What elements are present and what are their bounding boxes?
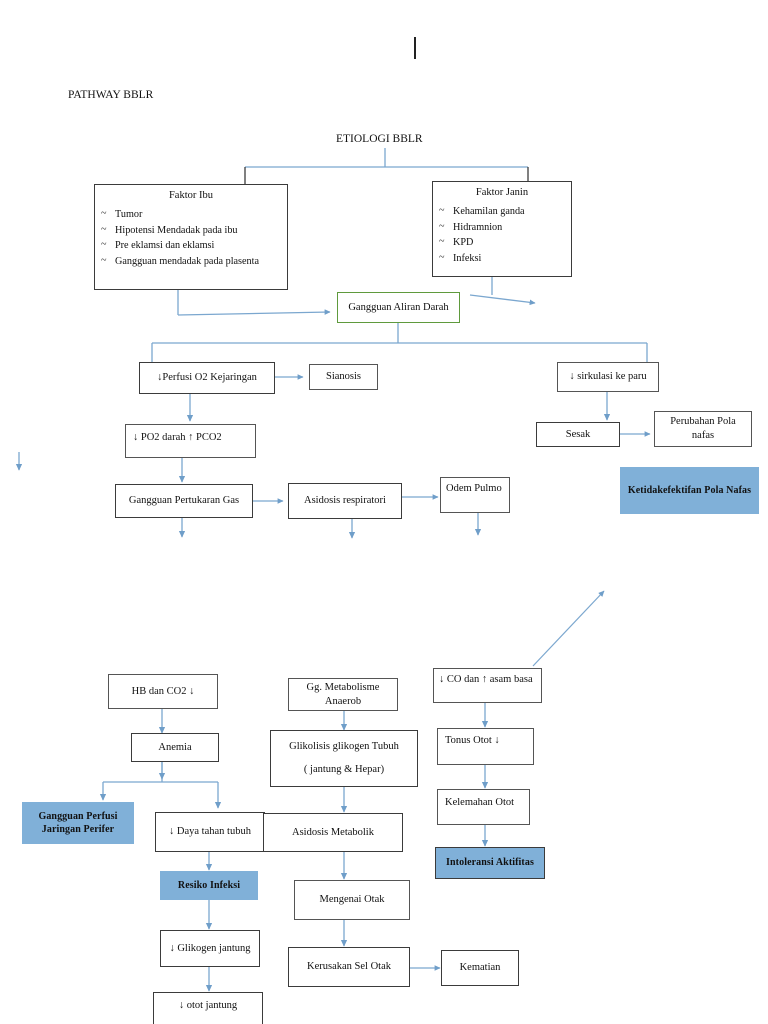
- node-mengenai-otak[interactable]: Mengenai Otak: [294, 880, 410, 920]
- node-daya-tahan-tubuh[interactable]: ↓ Daya tahan tubuh: [155, 812, 265, 852]
- page-title: PATHWAY BBLR: [68, 89, 154, 101]
- list-item: KPD: [439, 235, 565, 249]
- node-hb-dan-co2[interactable]: HB dan CO2 ↓: [108, 674, 218, 709]
- list-item: Tumor: [101, 207, 281, 221]
- node-anemia[interactable]: Anemia: [131, 733, 219, 762]
- group-faktor-janin[interactable]: Faktor Janin Kehamilan ganda Hidramnion …: [432, 181, 572, 277]
- list-item: Gangguan mendadak pada plasenta: [101, 254, 281, 268]
- list-item: Hidramnion: [439, 220, 565, 234]
- node-sianosis[interactable]: Sianosis: [309, 364, 378, 390]
- node-odem-pulmo[interactable]: Odem Pulmo: [440, 477, 510, 513]
- group-faktor-ibu-list: Tumor Hipotensi Mendadak pada ibu Pre ek…: [101, 207, 281, 268]
- list-item: Infeksi: [439, 251, 565, 265]
- node-gangguan-aliran-darah[interactable]: Gangguan Aliran Darah: [337, 292, 460, 323]
- list-item: Pre eklamsi dan eklamsi: [101, 238, 281, 252]
- node-co-dan-asam-basa[interactable]: ↓ CO dan ↑ asam basa: [433, 668, 542, 703]
- group-faktor-ibu[interactable]: Faktor Ibu Tumor Hipotensi Mendadak pada…: [94, 184, 288, 290]
- node-glikolisis-glikogen-tubuh[interactable]: Glikolisis glikogen Tubuh ( jantung & He…: [270, 730, 418, 787]
- group-faktor-ibu-title: Faktor Ibu: [168, 190, 214, 201]
- list-item: Hipotensi Mendadak pada ibu: [101, 223, 281, 237]
- node-tonus-otot[interactable]: Tonus Otot ↓: [437, 728, 534, 765]
- node-asidosis-respiratori[interactable]: Asidosis respiratori: [288, 483, 402, 519]
- node-sesak[interactable]: Sesak: [536, 422, 620, 447]
- node-glikolisis-line-2: ( jantung & Hepar): [303, 764, 385, 775]
- node-kematian[interactable]: Kematian: [441, 950, 519, 986]
- node-intoleransi-aktifitas[interactable]: Intoleransi Aktifitas: [435, 847, 545, 879]
- node-kerusakan-sel-otak[interactable]: Kerusakan Sel Otak: [288, 947, 410, 987]
- node-ketidakefektifan-pola-nafas[interactable]: Ketidakefektifan Pola Nafas: [620, 467, 759, 514]
- node-gangguan-perfusi-jaringan-perifer[interactable]: Gangguan Perfusi Jaringan Perifer: [22, 802, 134, 844]
- node-sirkulasi-ke-paru[interactable]: ↓ sirkulasi ke paru: [557, 362, 659, 392]
- node-resiko-infeksi[interactable]: Resiko Infeksi: [160, 871, 258, 900]
- node-glikogen-jantung[interactable]: ↓ Glikogen jantung: [160, 930, 260, 967]
- list-item: Kehamilan ganda: [439, 204, 565, 218]
- node-gangguan-pertukaran-gas[interactable]: Gangguan Pertukaran Gas: [115, 484, 253, 518]
- node-otot-jantung[interactable]: ↓ otot jantung: [153, 992, 263, 1024]
- group-faktor-janin-title: Faktor Janin: [475, 187, 529, 198]
- node-asidosis-metabolik[interactable]: Asidosis Metabolik: [263, 813, 403, 852]
- node-kelemahan-otot[interactable]: Kelemahan Otot: [437, 789, 530, 825]
- group-faktor-janin-list: Kehamilan ganda Hidramnion KPD Infeksi: [439, 204, 565, 265]
- node-perubahan-pola-nafas[interactable]: Perubahan Pola nafas: [654, 411, 752, 447]
- node-perfusi-o2-kejaringan[interactable]: ↓Perfusi O2 Kejaringan: [139, 362, 275, 394]
- node-gg-metabolisme-anaerob[interactable]: Gg. Metabolisme Anaerob: [288, 678, 398, 711]
- text-cursor-marker: [414, 37, 416, 59]
- node-glikolisis-line-1: Glikolisis glikogen Tubuh: [289, 741, 399, 753]
- root-label-etiologi-bblr: ETIOLOGI BBLR: [336, 133, 423, 145]
- node-po2-darah-pco2[interactable]: ↓ PO2 darah ↑ PCO2: [125, 424, 256, 458]
